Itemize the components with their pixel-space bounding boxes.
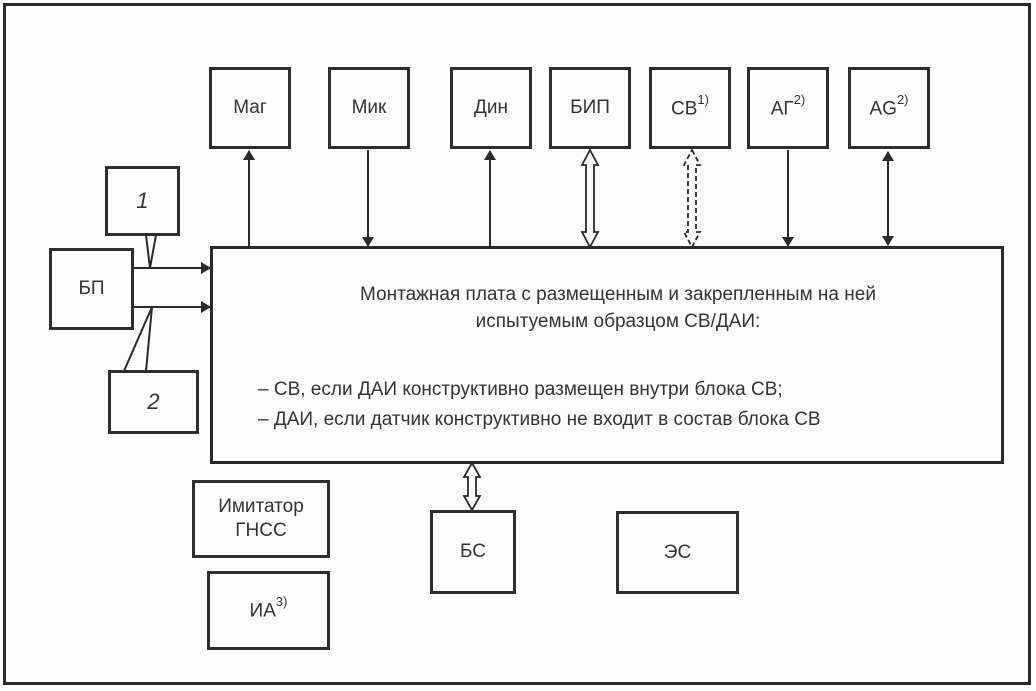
block-bs-label: БС <box>460 541 486 563</box>
block-sv-footnote: 1) <box>697 91 709 107</box>
block-din-label: Дин <box>474 97 508 119</box>
block-ag-en-label: AG <box>869 98 897 120</box>
block-es-label: ЭС <box>663 541 692 563</box>
block-bip: БИП <box>549 67 631 149</box>
block-1: 1 <box>105 166 180 236</box>
block-power-supply: БП <box>49 248 134 330</box>
block-gnss-simulator: Имитатор ГНСС <box>192 480 330 558</box>
block-mik: Мик <box>328 67 410 149</box>
block-ag-ru: АГ2) <box>747 67 829 149</box>
block-power-supply-label: БП <box>78 278 105 300</box>
board-title-line1: Монтажная плата с размещенным и закрепле… <box>360 284 876 305</box>
block-2: 2 <box>108 370 199 434</box>
board-title-line2: испытуемым образцом СВ/ДАИ: <box>475 311 761 332</box>
board-item-1: – СВ, если ДАИ конструктивно размещен вн… <box>258 379 783 400</box>
block-ia: ИА3) <box>207 571 330 650</box>
block-ia-footnote: 3) <box>275 594 288 610</box>
gnss-simulator-line1: Имитатор <box>218 496 304 518</box>
board-item-2: – ДАИ, если датчик конструктивно не вход… <box>258 409 821 430</box>
block-es: ЭС <box>616 511 739 594</box>
block-ag-ru-label: АГ <box>770 98 794 120</box>
block-2-label: 2 <box>147 389 160 415</box>
block-bs: БС <box>430 510 516 594</box>
block-din: Дин <box>450 67 532 149</box>
board-title: Монтажная плата с размещенным и закрепле… <box>273 281 963 335</box>
gnss-simulator-line2: ГНСС <box>235 520 287 541</box>
block-mik-label: Мик <box>351 97 387 119</box>
block-sv-label: СВ <box>671 98 698 120</box>
mounting-board: Монтажная плата с размещенным и закрепле… <box>210 246 1004 464</box>
block-bip-label: БИП <box>570 97 610 119</box>
block-mag-label: Маг <box>233 97 267 119</box>
block-ag-ru-footnote: 2) <box>793 91 806 107</box>
block-ag-en: AG2) <box>848 67 930 149</box>
block-mag: Маг <box>209 67 291 149</box>
block-ag-en-footnote: 2) <box>896 91 909 107</box>
block-sv: СВ1) <box>649 67 731 149</box>
block-ia-label: ИА <box>249 600 276 622</box>
block-1-label: 1 <box>136 188 149 214</box>
